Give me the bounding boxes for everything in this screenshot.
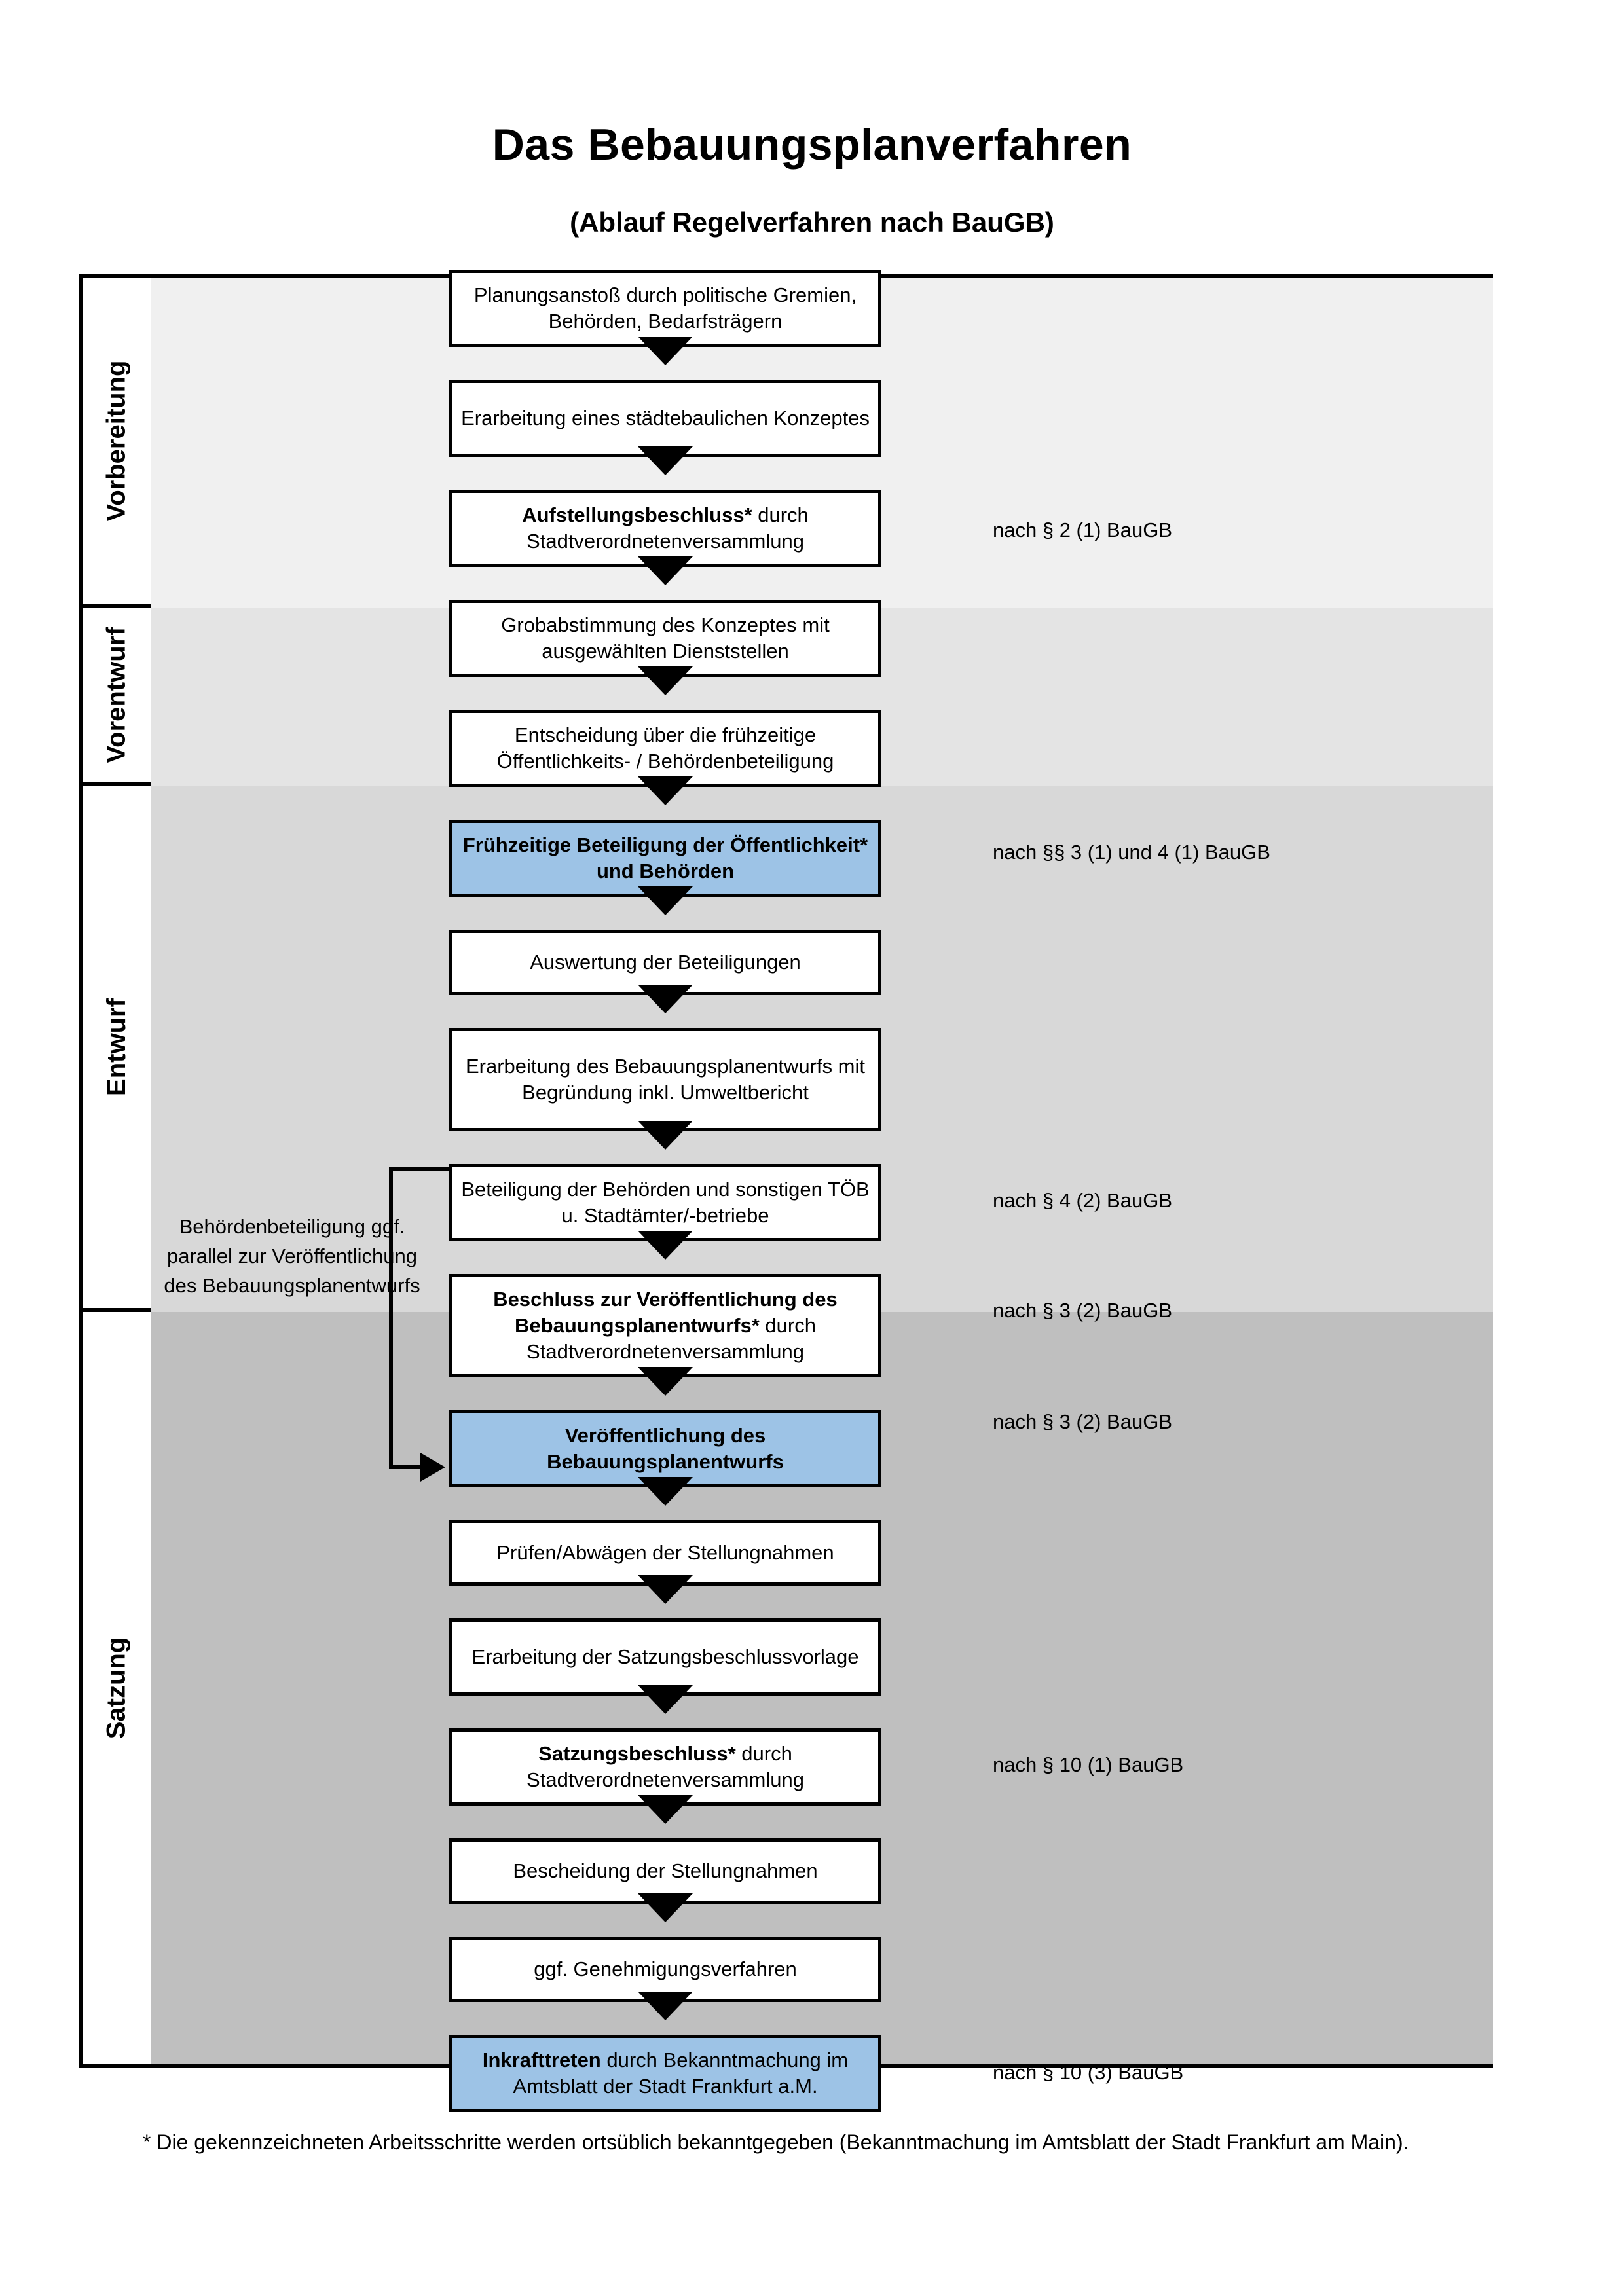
- bypass-connector-left: [389, 1167, 393, 1465]
- process-box-label: Prüfen/Abwägen der Stellungnahmen: [496, 1540, 834, 1564]
- legal-reference-ref-inkrafttreten: nach § 10 (3) BauGB: [993, 2061, 1184, 2084]
- process-box-beschluss-veroeffentlichung[interactable]: Beschluss zur Veröffentlichung des Bebau…: [449, 1274, 881, 1377]
- flow-arrow-bescheidung: [638, 1795, 693, 1824]
- phase-cell-vorentwurf: Vorentwurf: [83, 608, 151, 786]
- process-box-fruehzeitige-beteiligung[interactable]: Frühzeitige Beteiligung der Öffentlichke…: [449, 820, 881, 897]
- sidenote-behoerdenbeteiligung: Behördenbeteiligung ggf. parallel zur Ve…: [164, 1215, 420, 1297]
- process-box-label: Erarbeitung des Bebauungsplanentwurfs mi…: [465, 1054, 866, 1104]
- flow-arrow-beschluss-veroeffentlichung: [638, 1231, 693, 1260]
- flow-arrow-veroeffentlichung: [638, 1367, 693, 1396]
- process-box-label: Grobabstimmung des Konzeptes mit ausgewä…: [501, 613, 830, 663]
- flow-arrow-genehmigungsverfahren: [638, 1893, 693, 1922]
- process-box-satzungsbeschluss[interactable]: Satzungsbeschluss* durch Stadtverordnete…: [449, 1728, 881, 1806]
- flow-arrow-satzungsbeschlussvorlage: [638, 1575, 693, 1604]
- phase-label-vorentwurf: Vorentwurf: [101, 626, 131, 763]
- legal-reference-ref-satzungsbeschluss: nach § 10 (1) BauGB: [993, 1753, 1184, 1776]
- process-box-staedtebauliches-konzept[interactable]: Erarbeitung eines städtebaulichen Konzep…: [449, 380, 881, 457]
- phase-label-column: Vorbereitung Vorentwurf Entwurf Satzung: [83, 278, 151, 2064]
- flow-arrow-satzungsbeschluss: [638, 1685, 693, 1714]
- legal-reference-ref-aufstellungsbeschluss: nach § 2 (1) BauGB: [993, 519, 1172, 541]
- flow-arrow-auswertung: [638, 886, 693, 915]
- process-box-beteiligung-behoerden[interactable]: Beteiligung der Behörden und sonstigen T…: [449, 1164, 881, 1241]
- process-box-label: Bescheidung der Stellungnahmen: [513, 1859, 818, 1882]
- process-box-label: Aufstellungsbeschluss* durch Stadtverord…: [522, 503, 809, 553]
- phase-label-vorbereitung: Vorbereitung: [101, 360, 131, 521]
- bypass-connector-bottom: [389, 1465, 420, 1469]
- flowchart-frame: Vorbereitung Vorentwurf Entwurf Satzung …: [79, 270, 1493, 2112]
- flow-arrow-pruefen-abwaegen: [638, 1477, 693, 1506]
- phase-cell-satzung: Satzung: [83, 1312, 151, 2064]
- process-box-grobabstimmung[interactable]: Grobabstimmung des Konzeptes mit ausgewä…: [449, 600, 881, 677]
- process-box-label: Inkrafttreten durch Bekanntmachung im Am…: [482, 2048, 849, 2098]
- flow-arrow-entscheidung-fruehzeitige: [638, 666, 693, 695]
- legal-reference-ref-fruehzeitige: nach §§ 3 (1) und 4 (1) BauGB: [993, 841, 1270, 864]
- phase-label-satzung: Satzung: [101, 1637, 131, 1739]
- flow-arrow-staedtebauliches-konzept: [638, 337, 693, 365]
- process-box-label: Beschluss zur Veröffentlichung des Bebau…: [493, 1287, 838, 1364]
- process-box-aufstellungsbeschluss[interactable]: Aufstellungsbeschluss* durch Stadtverord…: [449, 490, 881, 567]
- process-box-label: ggf. Genehmigungsverfahren: [534, 1957, 797, 1980]
- process-box-label: Erarbeitung der Satzungsbeschlussvorlage: [471, 1645, 859, 1668]
- process-box-inkrafttreten[interactable]: Inkrafttreten durch Bekanntmachung im Am…: [449, 2035, 881, 2112]
- process-box-entscheidung-fruehzeitige[interactable]: Entscheidung über die frühzeitige Öffent…: [449, 710, 881, 787]
- phase-cell-entwurf: Entwurf: [83, 786, 151, 1312]
- process-box-label: Erarbeitung eines städtebaulichen Konzep…: [461, 406, 870, 429]
- phase-cell-vorbereitung: Vorbereitung: [83, 278, 151, 608]
- process-box-label: Frühzeitige Beteiligung der Öffentlichke…: [462, 833, 868, 883]
- legal-reference-ref-veroeffentlichung: nach § 3 (2) BauGB: [993, 1410, 1172, 1433]
- process-box-planungsanstoss[interactable]: Planungsanstoß durch politische Gremien,…: [449, 270, 881, 347]
- page-subtitle: (Ablauf Regelverfahren nach BauGB): [570, 207, 1054, 238]
- process-box-label: Beteiligung der Behörden und sonstigen T…: [461, 1177, 870, 1227]
- flow-arrow-beteiligung-behoerden: [638, 1121, 693, 1150]
- process-box-veroeffentlichung[interactable]: Veröffentlichung des Bebauungsplanentwur…: [449, 1410, 881, 1487]
- flow-arrow-aufstellungsbeschluss: [638, 446, 693, 475]
- flow-arrow-fruehzeitige-beteiligung: [638, 776, 693, 805]
- footnote-asterisk: * Die gekennzeichneten Arbeitsschritte w…: [143, 2130, 1409, 2154]
- bypass-connector-arrowhead: [420, 1453, 445, 1482]
- process-box-erarbeitung-entwurf[interactable]: Erarbeitung des Bebauungsplanentwurfs mi…: [449, 1028, 881, 1131]
- process-box-satzungsbeschlussvorlage[interactable]: Erarbeitung der Satzungsbeschlussvorlage: [449, 1618, 881, 1696]
- flow-arrow-erarbeitung-entwurf: [638, 985, 693, 1013]
- legal-reference-ref-behoerden: nach § 4 (2) BauGB: [993, 1189, 1172, 1212]
- process-box-label: Planungsanstoß durch politische Gremien,…: [473, 283, 857, 333]
- bypass-connector-top: [389, 1167, 449, 1171]
- phase-label-entwurf: Entwurf: [101, 998, 131, 1096]
- process-box-auswertung[interactable]: Auswertung der Beteiligungen: [449, 930, 881, 995]
- flow-arrow-inkrafttreten: [638, 1992, 693, 2020]
- page-title: Das Bebauungsplanverfahren: [492, 120, 1132, 170]
- flow-arrow-grobabstimmung: [638, 556, 693, 585]
- process-box-label: Entscheidung über die frühzeitige Öffent…: [496, 723, 834, 773]
- legal-reference-ref-beschluss: nach § 3 (2) BauGB: [993, 1299, 1172, 1322]
- process-box-label: Veröffentlichung des Bebauungsplanentwur…: [547, 1423, 784, 1473]
- process-box-label: Satzungsbeschluss* durch Stadtverordnete…: [526, 1741, 804, 1791]
- process-box-label: Auswertung der Beteiligungen: [530, 950, 801, 974]
